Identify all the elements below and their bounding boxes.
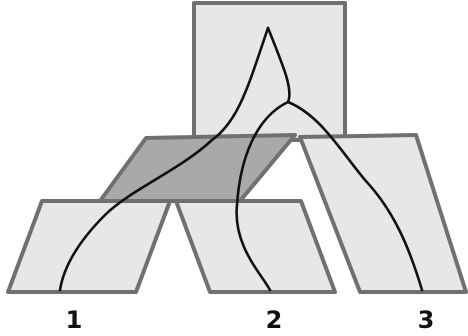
species-3-tube [298,133,468,294]
gene-lineage-3 [286,100,424,292]
gene-lineage-1 [58,26,270,292]
tip-label-1: 1 [65,306,83,334]
internal-branch-tube [98,133,297,203]
species-2-tube [174,199,337,294]
species-1-tube [6,199,172,294]
root-tube [192,1,347,142]
tip-label-3: 3 [417,306,435,334]
gene-lineage-2 [235,26,291,292]
tip-label-2: 2 [265,306,283,334]
